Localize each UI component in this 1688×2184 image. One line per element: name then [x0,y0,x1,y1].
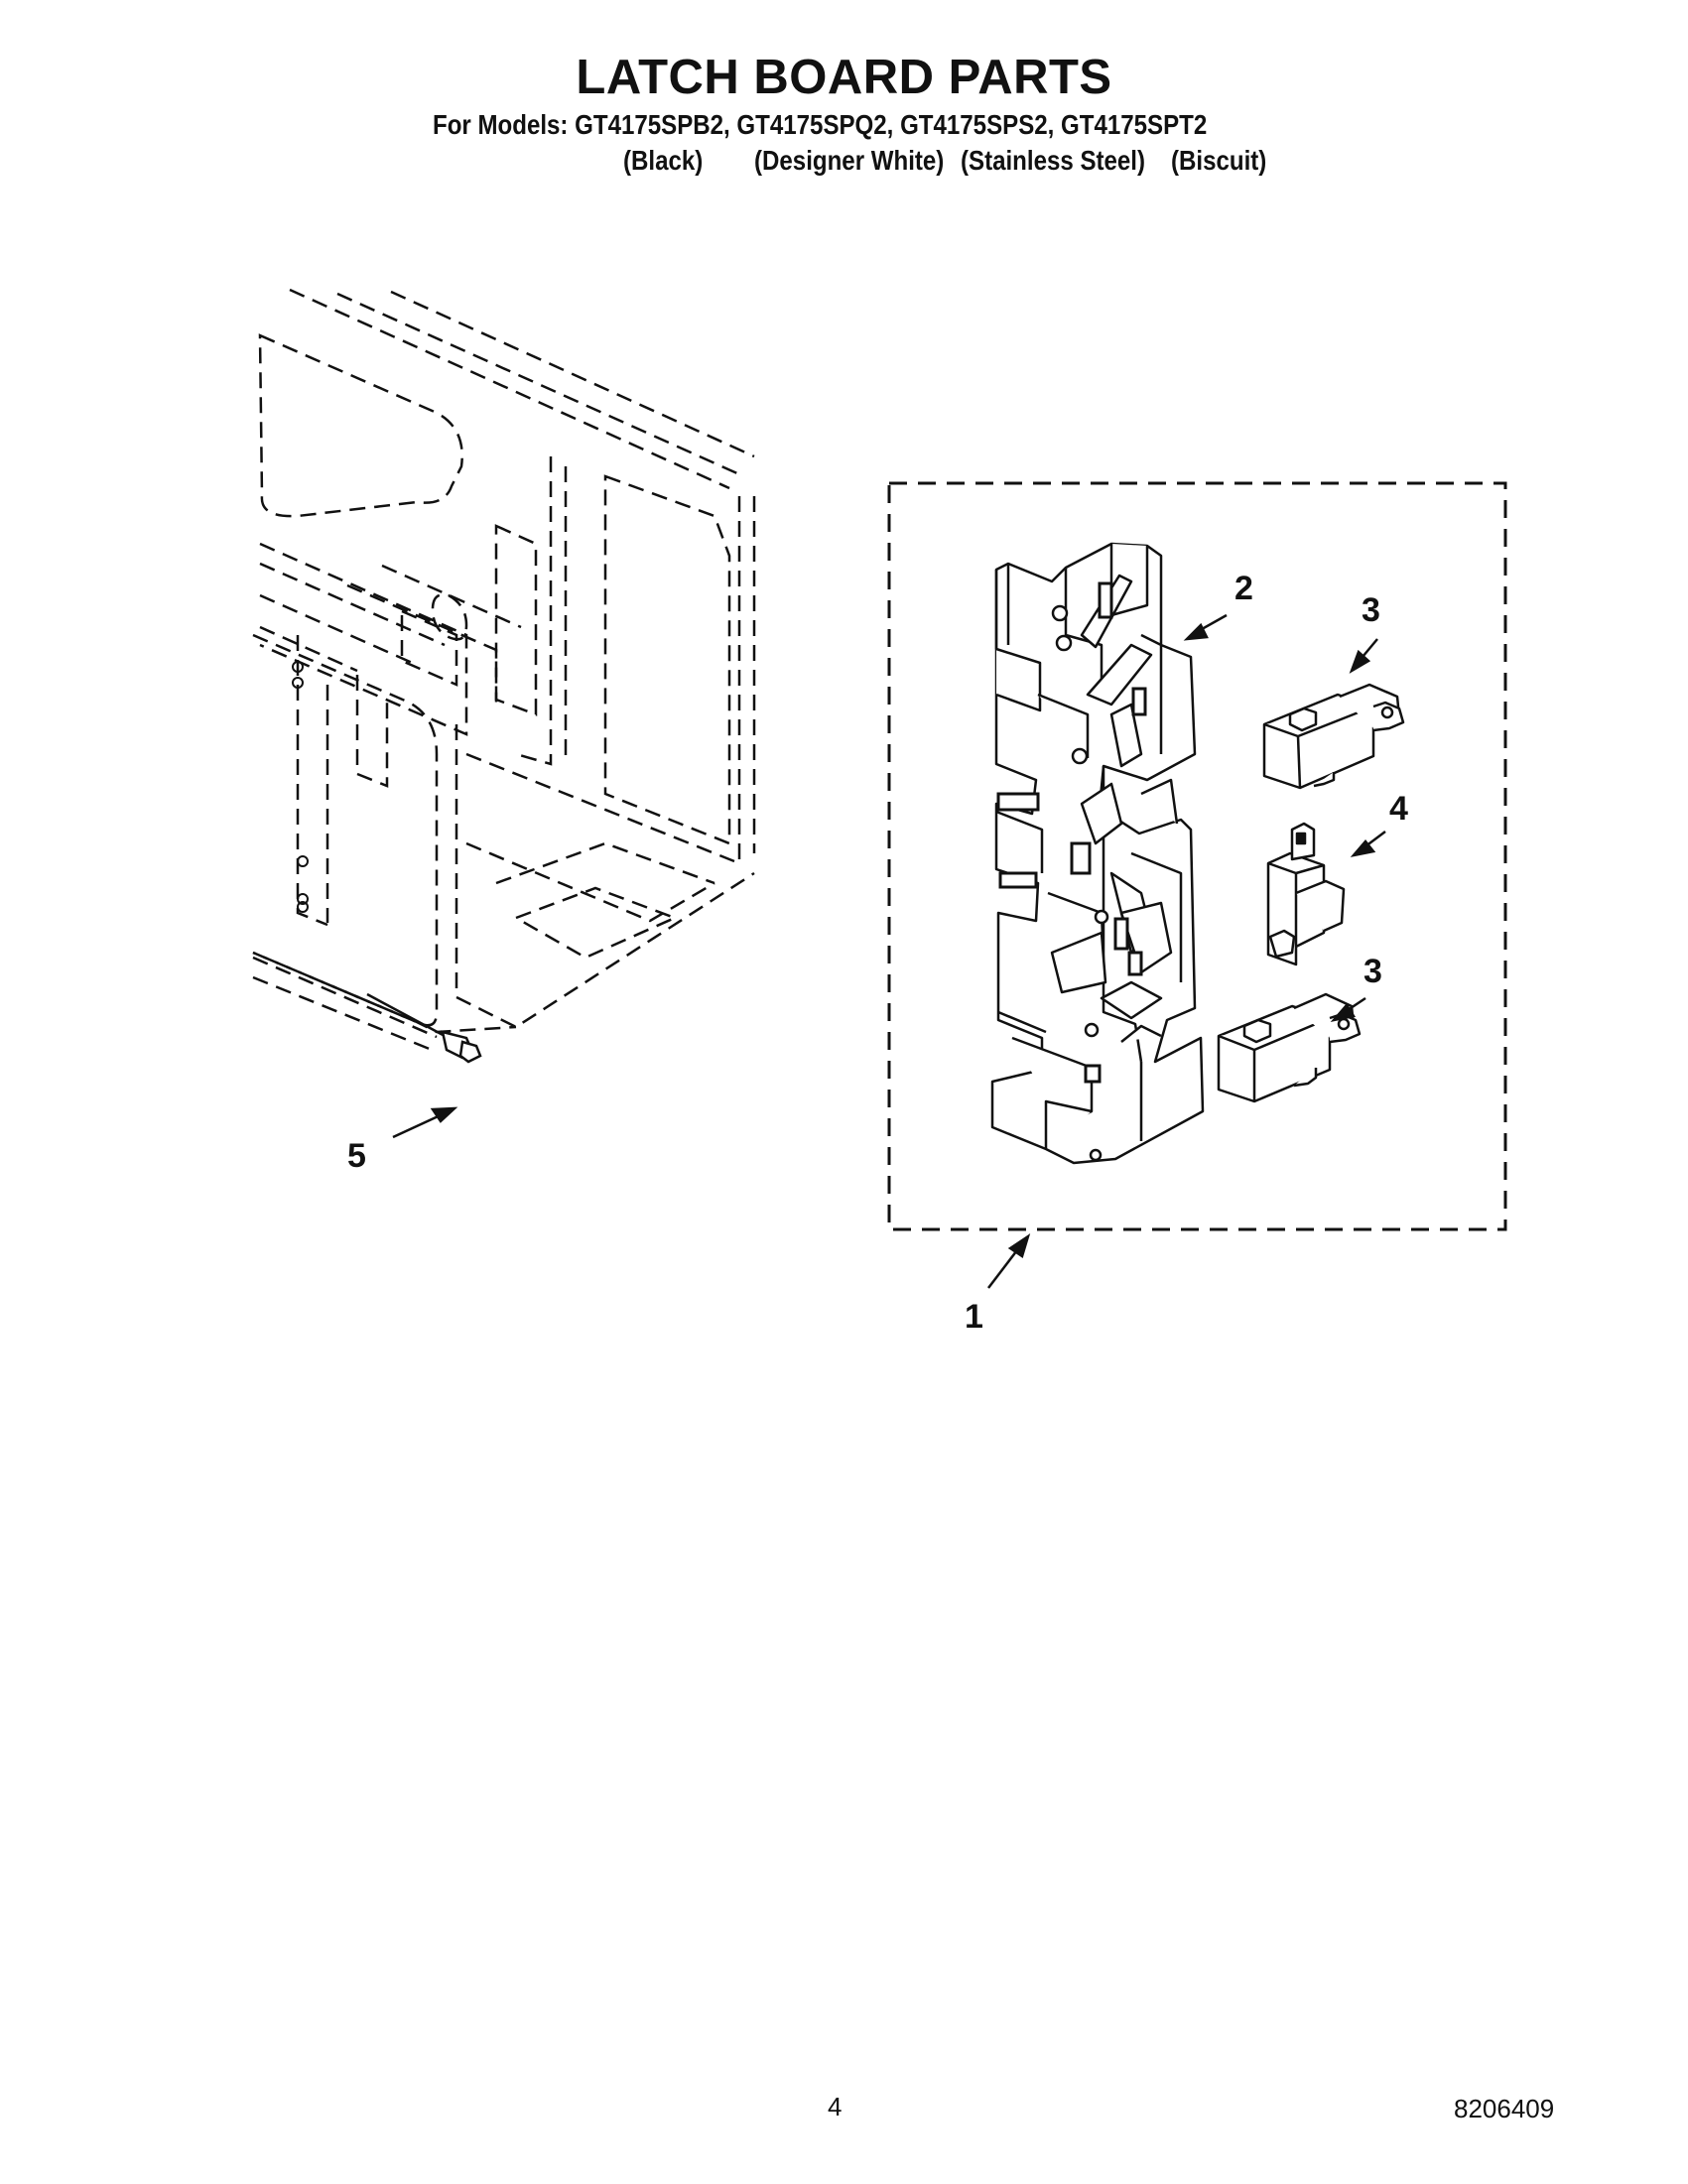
color-black: (Black) [623,145,704,176]
arrow-callout-2 [1183,613,1228,641]
callout-5: 5 [347,1137,366,1175]
microwave-cabinet-outline [252,288,756,1054]
color-stainless-steel: (Stainless Steel) [961,145,1146,176]
monitor-switch [1266,822,1346,966]
color-biscuit: (Biscuit) [1171,145,1267,176]
latch-board-holes [1051,604,1109,1162]
callout-3-lower: 3 [1363,953,1382,990]
arrow-callout-3-upper [1349,638,1378,674]
callout-1: 1 [965,1298,983,1336]
document-number: 8206409 [1454,2094,1555,2123]
callout-3-upper: 3 [1362,591,1380,629]
color-designer-white: (Designer White) [754,145,945,176]
latch-board-dark-tabs [996,581,1147,1084]
cabinet-screw-holes [292,661,309,913]
latch-board-part [990,542,1205,1165]
micro-switch-upper [1262,683,1405,790]
arrow-callout-3-lower [1330,996,1366,1022]
arrow-callout-1 [987,1233,1031,1289]
arrow-callout-5 [392,1106,458,1139]
kit-boundary-box [887,481,1507,1231]
page-number: 4 [828,2092,843,2121]
callout-2: 2 [1234,570,1253,607]
micro-switch-lower [1217,992,1362,1103]
screw-part [366,992,482,1064]
models-line: For Models: GT4175SPB2, GT4175SPQ2, GT41… [433,109,1208,140]
page-title: LATCH BOARD PARTS [576,51,1112,104]
arrow-callout-4 [1350,831,1386,857]
callout-4: 4 [1389,790,1408,828]
